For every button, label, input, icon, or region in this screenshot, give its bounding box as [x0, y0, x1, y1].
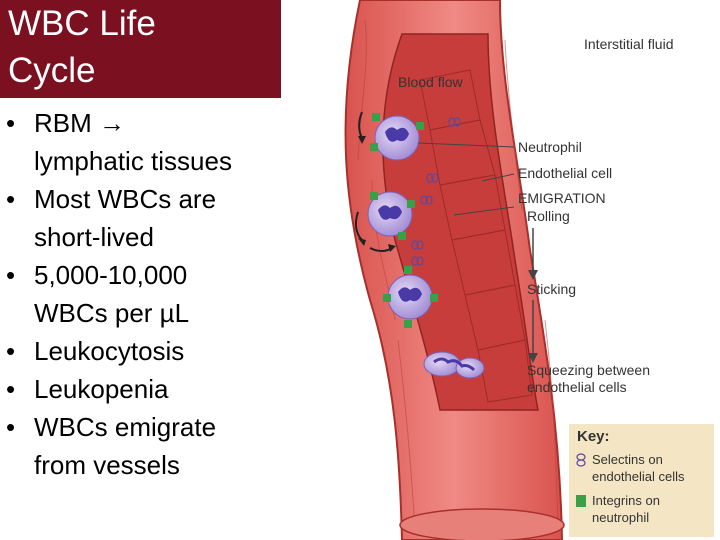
neutrophil-cell	[370, 113, 424, 161]
vessel-cut-end	[399, 508, 565, 540]
label-interstitial-fluid: Interstitial fluid	[584, 36, 673, 52]
label-neutrophil: Neutrophil	[518, 139, 582, 155]
bullet-dot: •	[6, 260, 16, 290]
bullet-text: lymphatic tissues	[34, 146, 232, 176]
bullet-text: 5,000-10,000	[34, 260, 188, 290]
label-endothelial-cell: Endothelial cell	[518, 165, 612, 181]
bullet-text: WBCs per µL	[34, 298, 190, 328]
bullet-dot: •	[6, 108, 16, 138]
bullet-text: WBCs emigrate	[34, 412, 217, 442]
key-row-integrins: Integrins on neutrophil	[575, 492, 660, 526]
bullet-text: Leukopenia	[34, 374, 169, 404]
bullet-list: • RBM → lymphatic tissues • Most WBCs are sh…	[0, 104, 300, 484]
label-blood-flow: Blood flow	[398, 74, 463, 90]
bullet-item: • Leukopenia	[0, 370, 300, 408]
label-squeezing-1: Squeezing between	[527, 362, 650, 378]
key-integrins-line2: neutrophil	[592, 510, 650, 525]
bullet-text: Leukocytosis	[34, 336, 185, 366]
bullet-item: • WBCs emigrate from vessels	[0, 408, 300, 484]
leader-lines	[417, 142, 515, 216]
bullet-dot: •	[6, 336, 16, 366]
key-row-selectins: Selectins on endothelial cells	[575, 451, 685, 485]
key-selectins-line1: Selectins on	[592, 452, 663, 467]
label-rolling: Rolling	[527, 208, 570, 224]
bullet-item: • RBM → lymphatic tissues	[0, 104, 300, 180]
label-squeezing-2: endothelial cells	[527, 379, 627, 395]
key-title: Key:	[577, 428, 610, 445]
bullet-text: from vessels	[34, 450, 180, 480]
bullet-dot: •	[6, 184, 16, 214]
title-line-2: Cycle	[8, 51, 96, 90]
bullet-dot: •	[6, 412, 16, 442]
flow-arrow-heads	[528, 270, 538, 363]
label-sticking: Sticking	[527, 281, 576, 297]
key-selectins-line2: endothelial cells	[592, 469, 685, 484]
label-emigration: EMIGRATION	[518, 190, 606, 206]
selectin-group	[411, 117, 461, 266]
bullet-item: • Leukocytosis	[0, 332, 300, 370]
legend-key: Key: Selectins on endothelial cells Inte…	[569, 424, 714, 537]
bullet-text: short-lived	[34, 222, 154, 252]
selectin-icon	[576, 453, 586, 467]
title-line-1: WBC Life	[8, 4, 156, 43]
bullet-text: RBM →	[34, 108, 125, 138]
title-banner: WBC Life Cycle	[0, 0, 281, 98]
neutrophil-cell	[383, 266, 438, 328]
arrow-heads	[358, 136, 396, 252]
endothelial-cells	[419, 69, 533, 403]
bullet-text: Most WBCs are	[34, 184, 217, 214]
bullet-item: • Most WBCs are short-lived	[0, 180, 300, 256]
neutrophil-cell	[367, 191, 415, 240]
key-integrins-line1: Integrins on	[592, 493, 660, 508]
integrin-icon	[576, 495, 586, 507]
neutrophil-squeezing	[423, 351, 485, 379]
bullet-dot: •	[6, 374, 16, 404]
